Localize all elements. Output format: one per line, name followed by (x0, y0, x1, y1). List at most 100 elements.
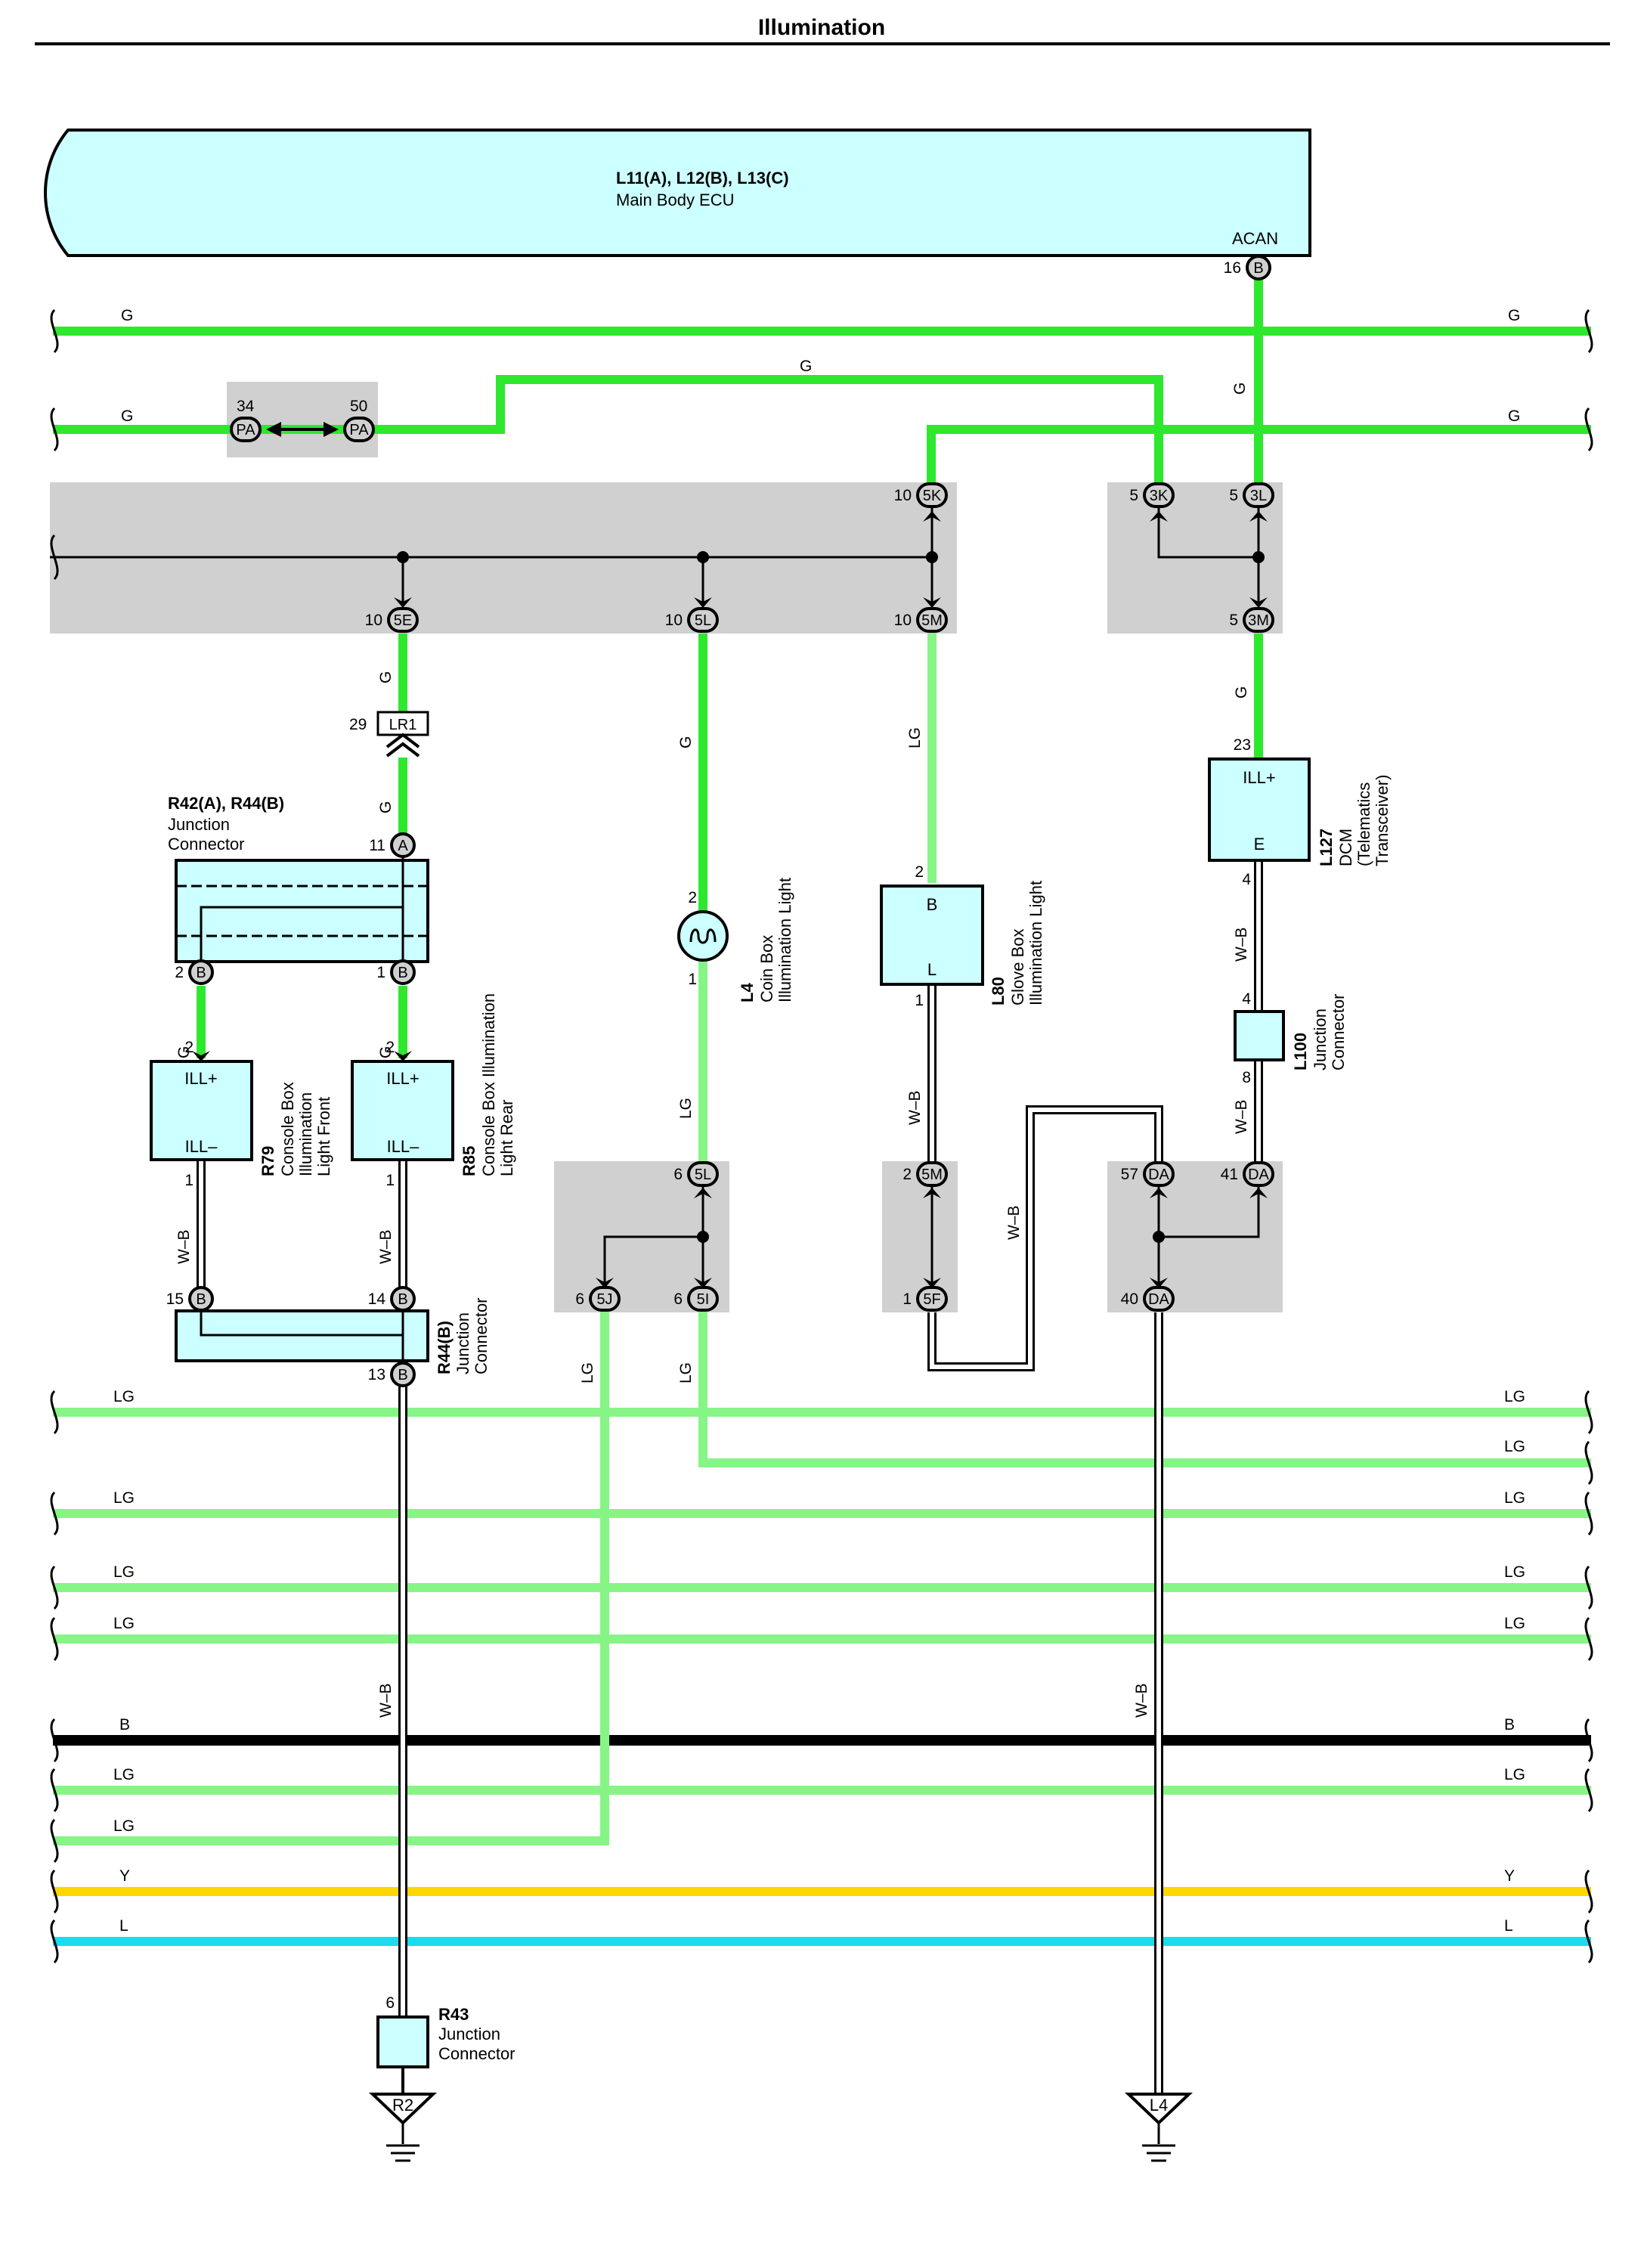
svg-text:W–B: W–B (1233, 1099, 1250, 1134)
arrow-icon (923, 1188, 941, 1198)
wb-labels: W–B W–B W–B W–B W–B W–B W–B W–B (175, 927, 1250, 1718)
svg-text:L100: L100 (1291, 1033, 1310, 1070)
arrow-icon (694, 1278, 712, 1288)
svg-text:R85: R85 (460, 1146, 478, 1176)
svg-text:41: 41 (1221, 1166, 1238, 1183)
svg-text:L4: L4 (1150, 2096, 1168, 2115)
svg-text:R2: R2 (392, 2096, 413, 2115)
svg-text:Light Front: Light Front (314, 1097, 333, 1176)
arrow-icon (394, 597, 412, 608)
svg-text:DA: DA (1148, 1291, 1169, 1308)
svg-text:W–B: W–B (1233, 927, 1250, 962)
arrow-icon (394, 1051, 412, 1061)
svg-text:5L: 5L (695, 612, 711, 629)
svg-text:B: B (927, 895, 938, 914)
ecu-name: Main Body ECU (616, 191, 735, 209)
svg-text:10: 10 (365, 612, 382, 629)
break-mark-right (1584, 308, 1593, 354)
svg-text:14: 14 (368, 1290, 386, 1308)
arrow-icon (1150, 1188, 1168, 1198)
connector-pill: 3K 5 (1129, 482, 1175, 508)
svg-text:5L: 5L (695, 1167, 711, 1183)
branch-wires (197, 634, 1263, 1161)
break-mark-right (1584, 1718, 1593, 1763)
svg-text:6: 6 (673, 1166, 683, 1183)
connector-pill: 3L5 (1229, 482, 1274, 508)
svg-text:2: 2 (902, 1166, 912, 1183)
svg-text:B: B (196, 1291, 206, 1308)
break-mark-left (50, 1768, 59, 1813)
pin-number: 1 (184, 1172, 194, 1189)
svg-text:PA: PA (236, 422, 255, 438)
svg-text:ILL–: ILL– (185, 1137, 218, 1156)
break-mark-left (50, 1718, 59, 1763)
wire-label: G (377, 801, 395, 813)
svg-text:5M: 5M (921, 612, 943, 629)
connector-pill: B16 (1224, 255, 1271, 280)
wire-label: LG (579, 1362, 596, 1383)
svg-text:6: 6 (673, 1290, 683, 1308)
wire-label: B (1504, 1716, 1515, 1734)
wire-lg-5j (53, 1302, 609, 1845)
break-mark-right (1584, 1565, 1593, 1610)
svg-text:Junction: Junction (454, 1312, 472, 1374)
break-mark-left (50, 308, 59, 354)
svg-text:1: 1 (376, 964, 385, 981)
svg-text:W–B: W–B (1005, 1205, 1023, 1240)
break-mark-right (1584, 1869, 1593, 1914)
svg-text:R79: R79 (259, 1146, 277, 1176)
svg-text:5K: 5K (923, 488, 942, 504)
break-mark-right (1584, 1440, 1593, 1486)
svg-text:Connector: Connector (438, 2044, 515, 2063)
console-box-light-front-r79: ILL+ ILL– R79 Console Box Illumination L… (150, 1060, 333, 1176)
pin-number: 4 (1242, 871, 1251, 888)
wire-label: G (800, 358, 812, 375)
break-mark-right (1584, 1919, 1593, 1964)
ground-icon: L4 (1124, 2093, 1194, 2162)
svg-text:5J: 5J (596, 1291, 612, 1308)
svg-text:ILL+: ILL+ (184, 1069, 217, 1088)
pin-number: 4 (1242, 990, 1251, 1008)
svg-text:Illumination Light: Illumination Light (776, 878, 794, 1002)
svg-text:W–B: W–B (1133, 1683, 1150, 1718)
wire-break-marks (50, 308, 1593, 1964)
svg-text:R44(B): R44(B) (435, 1321, 454, 1374)
svg-text:29: 29 (349, 716, 367, 733)
svg-text:DA: DA (1148, 1167, 1169, 1183)
svg-text:ILL+: ILL+ (386, 1069, 419, 1088)
svg-text:5: 5 (1129, 487, 1138, 504)
pin-number: 2 (915, 863, 924, 881)
wire-lg-5i (698, 1302, 1591, 1467)
components: R42(A), R44(B) Junction Connector ILL+ I… (150, 758, 1392, 2094)
break-mark-left (50, 1818, 59, 1864)
wire-label: Y (1504, 1867, 1515, 1885)
svg-text:B: B (196, 965, 206, 981)
break-mark-left (50, 1616, 59, 1662)
arrow-icon (1249, 511, 1268, 522)
wire-label: LG (677, 1362, 695, 1383)
connector-pill: B1 (376, 959, 416, 985)
wire-label: B (119, 1716, 130, 1734)
svg-text:R42(A), R44(B): R42(A), R44(B) (168, 794, 284, 813)
wire-label: LG (1504, 1489, 1525, 1507)
wire-label: LG (113, 1766, 135, 1783)
wire-labels: G G G G G G LG LG LG LG LG LG LG LG LG B… (113, 307, 1525, 1935)
wire-label: LG (113, 1489, 135, 1507)
svg-text:3K: 3K (1150, 488, 1169, 504)
svg-text:B: B (398, 1291, 407, 1308)
arrow-icon (923, 1278, 941, 1288)
svg-text:Connector: Connector (472, 1297, 491, 1374)
svg-text:ILL+: ILL+ (1243, 768, 1275, 787)
svg-text:Transceiver): Transceiver) (1373, 775, 1392, 866)
pa-double-arrow (266, 422, 339, 437)
svg-text:6: 6 (575, 1290, 584, 1308)
svg-text:W–B: W–B (906, 1090, 924, 1125)
pin-number: 2 (688, 889, 697, 906)
svg-text:A: A (398, 838, 408, 854)
svg-text:Junction: Junction (168, 815, 230, 834)
